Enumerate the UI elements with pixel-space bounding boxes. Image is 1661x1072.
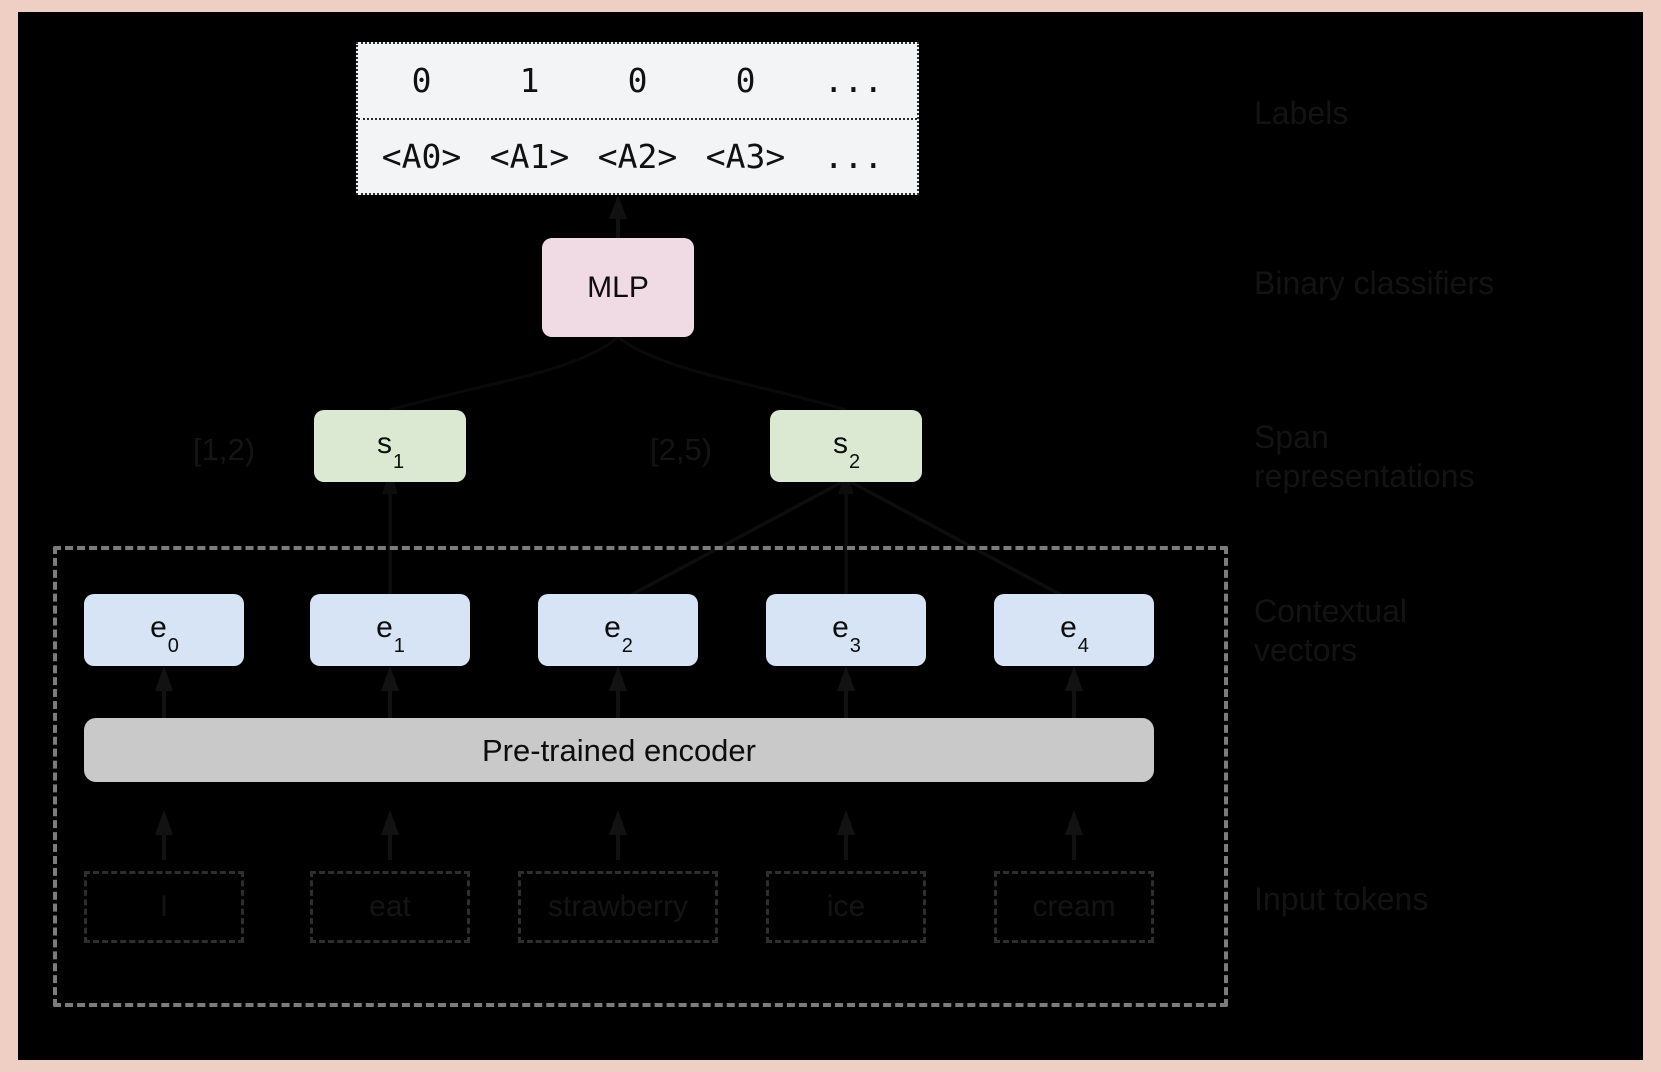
labels-values-row: 0 1 0 0 ... (358, 44, 917, 120)
mlp-box: MLP (542, 238, 694, 337)
input-token-2: strawberry (518, 871, 718, 943)
stage-label-span-representations: Span representations (1254, 419, 1475, 495)
input-token-label: eat (369, 890, 411, 923)
span-box-s1: s1 (314, 410, 466, 482)
embedding-label-e3: e3 (832, 610, 861, 657)
embedding-label-e0: e0 (150, 610, 179, 657)
embedding-box-e3: e3 (766, 594, 926, 666)
input-token-1: eat (310, 871, 470, 943)
pretrained-encoder-bar: Pre-trained encoder (84, 718, 1154, 782)
diagram-stage: 0 1 0 0 ... <A0> <A1> <A2> <A3> ... MLP … (18, 12, 1643, 1060)
embedding-label-e2: e2 (604, 610, 633, 657)
stage-label-contextual-vectors: Contextual vectors (1254, 593, 1407, 669)
label-value-ellipsis: ... (823, 61, 884, 101)
label-token-cell: <A0> (381, 136, 462, 176)
span-index-s2: [2,5) (650, 432, 713, 467)
embedding-box-e0: e0 (84, 594, 244, 666)
input-token-label: cream (1032, 890, 1116, 923)
encoder-container-outline (53, 546, 1228, 1007)
embedding-box-e1: e1 (310, 594, 470, 666)
label-token-cell: <A3> (705, 136, 786, 176)
labels-tokens-row: <A0> <A1> <A2> <A3> ... (358, 120, 917, 194)
input-token-3: ice (766, 871, 926, 943)
embedding-box-e2: e2 (538, 594, 698, 666)
span-index-s1: [1,2) (193, 432, 256, 467)
stage-label-binary-classifiers: Binary classifiers (1254, 265, 1495, 301)
span-label-s1: s1 (376, 426, 405, 473)
input-token-4: cream (994, 871, 1154, 943)
label-value-cell: 1 (519, 61, 540, 101)
label-token-cell: <A2> (597, 136, 678, 176)
encoder-label: Pre-trained encoder (482, 732, 756, 768)
mlp-label: MLP (587, 270, 649, 304)
labels-table: 0 1 0 0 ... <A0> <A1> <A2> <A3> ... (356, 42, 919, 195)
embedding-label-e1: e1 (376, 610, 405, 657)
stage-label-labels: Labels (1254, 95, 1349, 131)
stage-label-input-tokens: Input tokens (1254, 881, 1429, 917)
label-value-cell: 0 (411, 61, 432, 101)
input-token-0: I (84, 871, 244, 943)
span-box-s2: s2 (770, 410, 922, 482)
input-token-label: strawberry (547, 890, 689, 923)
label-token-cell: <A1> (489, 136, 570, 176)
input-token-label: I (159, 890, 169, 923)
label-value-cell: 0 (627, 61, 648, 101)
embedding-label-e4: e4 (1060, 610, 1089, 657)
span-label-s2: s2 (832, 426, 861, 473)
label-token-ellipsis: ... (823, 136, 884, 176)
embedding-box-e4: e4 (994, 594, 1154, 666)
label-value-cell: 0 (735, 61, 756, 101)
input-token-label: ice (826, 890, 866, 923)
